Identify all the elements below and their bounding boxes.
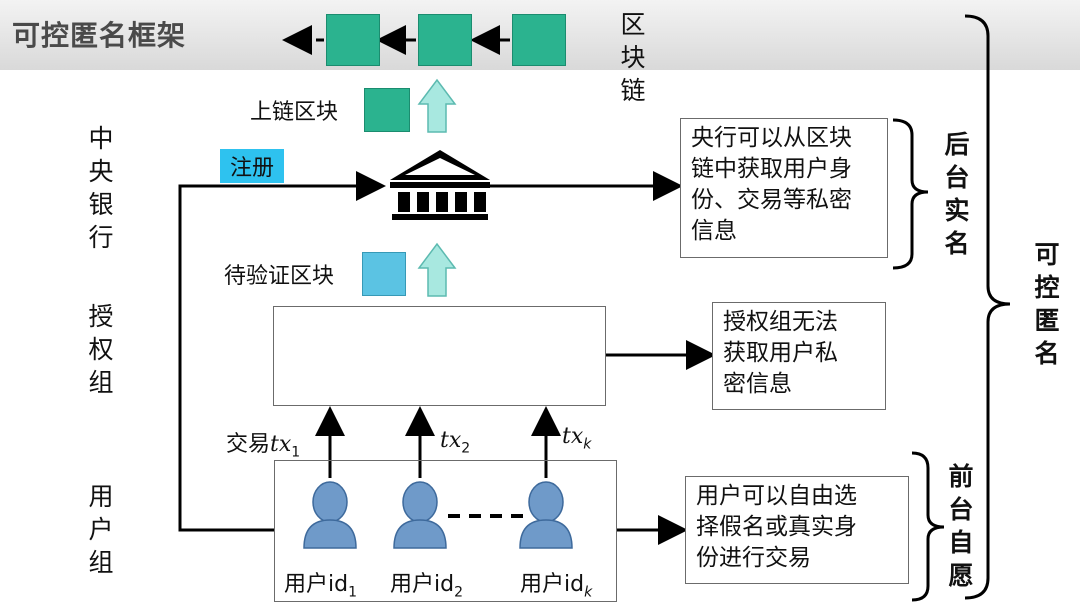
register-arrow: [178, 171, 386, 532]
user-group-note: 用户可以自由选 择假名或真实身 份进行交易: [685, 476, 909, 584]
tx1-label: 交易tx1: [226, 432, 301, 461]
person-icon: [519, 481, 573, 549]
blockchain-label: 区 块 链: [620, 10, 646, 105]
chain-block-2: [418, 14, 472, 66]
onchain-block-label: 上链区块: [250, 100, 339, 125]
page-title: 可控匿名框架: [12, 19, 187, 52]
tx2-label: tx2: [440, 428, 471, 457]
auth-group-note: 授权组无法 获取用户私 密信息: [712, 302, 886, 410]
controlled-bracket: [964, 14, 1011, 600]
backend-label: 后 台 实 名: [944, 130, 970, 258]
user2-label: 用户id2: [390, 572, 463, 601]
controlled-anonymity-label: 可 控 匿 名: [1034, 240, 1060, 368]
frontend-label: 前 台 自 愿: [948, 462, 974, 590]
user-group-label: 用 户 组: [88, 482, 114, 577]
register-label: 注册: [220, 149, 285, 183]
frontend-bracket: [911, 451, 945, 602]
chain-block-3: [512, 14, 566, 66]
central-bank-note: 央行可以从区块 链中获取用户身 份、交易等私密 信息: [680, 118, 888, 258]
userk-label: 用户idk: [520, 572, 593, 601]
user-group-box: [274, 460, 617, 602]
pending-block: [362, 252, 406, 296]
chain-block-1: [326, 14, 380, 66]
txk-label: txk: [562, 424, 592, 453]
user1-label: 用户id1: [284, 572, 357, 601]
onchain-block: [364, 88, 410, 132]
person-icon: [303, 481, 357, 549]
auth-group-label: 授 权 组: [88, 302, 114, 397]
person-icon: [393, 481, 447, 549]
central-bank-label: 中 央 银 行: [88, 124, 114, 252]
up-arrow-icon: [417, 242, 457, 297]
backend-bracket: [892, 118, 929, 270]
bank-icon: [390, 150, 490, 220]
up-arrow-icon: [417, 78, 457, 133]
auth-group-box: [273, 306, 606, 406]
pending-block-label: 待验证区块: [224, 264, 335, 289]
